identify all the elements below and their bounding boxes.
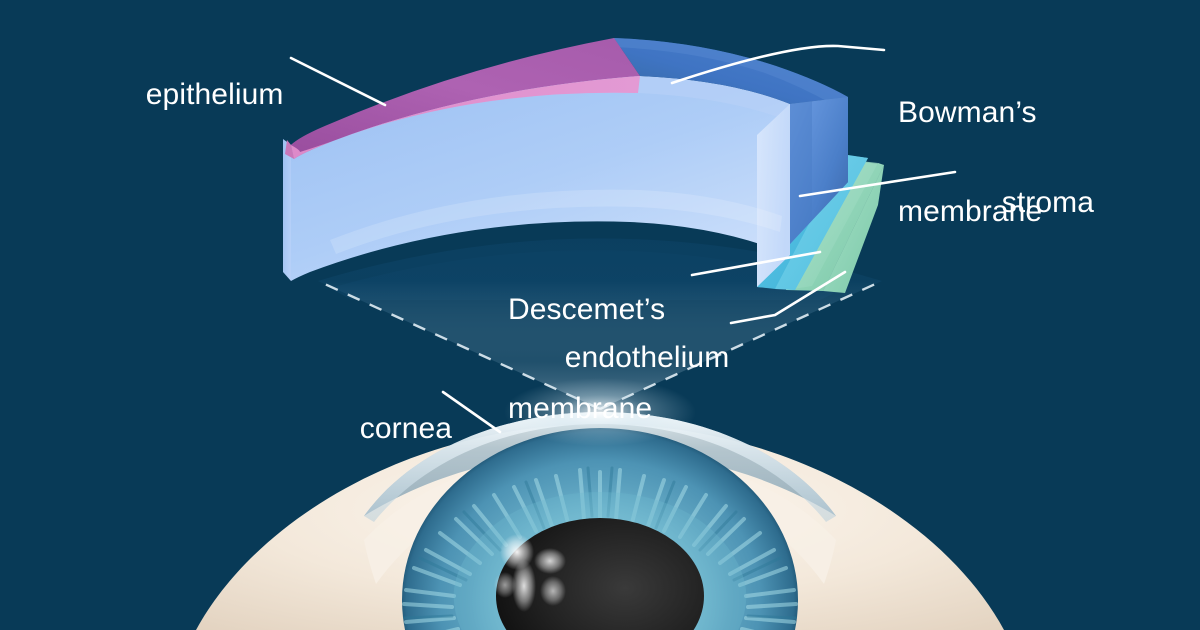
leader-stroma xyxy=(798,170,957,198)
leader-lines xyxy=(289,44,957,434)
eye-illustration xyxy=(196,412,1004,630)
corneal-reflection xyxy=(494,534,566,612)
layer-epithelium xyxy=(285,38,640,159)
stroma-front-face xyxy=(291,75,790,281)
cone-beam xyxy=(318,238,882,409)
leader-descemets-membrane xyxy=(690,250,822,277)
leader-cornea xyxy=(441,390,502,434)
leader-epithelium xyxy=(289,56,387,107)
stroma-end-face xyxy=(757,104,790,287)
stroma-left-face xyxy=(283,139,291,281)
bowmans-right-shade xyxy=(790,101,812,244)
leader-endothelium xyxy=(729,270,847,325)
cone-apex-glow xyxy=(504,378,696,446)
stroma-highlight xyxy=(330,189,782,254)
cornea-rim xyxy=(364,412,836,522)
leader-bowmans-membrane xyxy=(670,44,886,85)
bowmans-right-face xyxy=(790,97,848,244)
